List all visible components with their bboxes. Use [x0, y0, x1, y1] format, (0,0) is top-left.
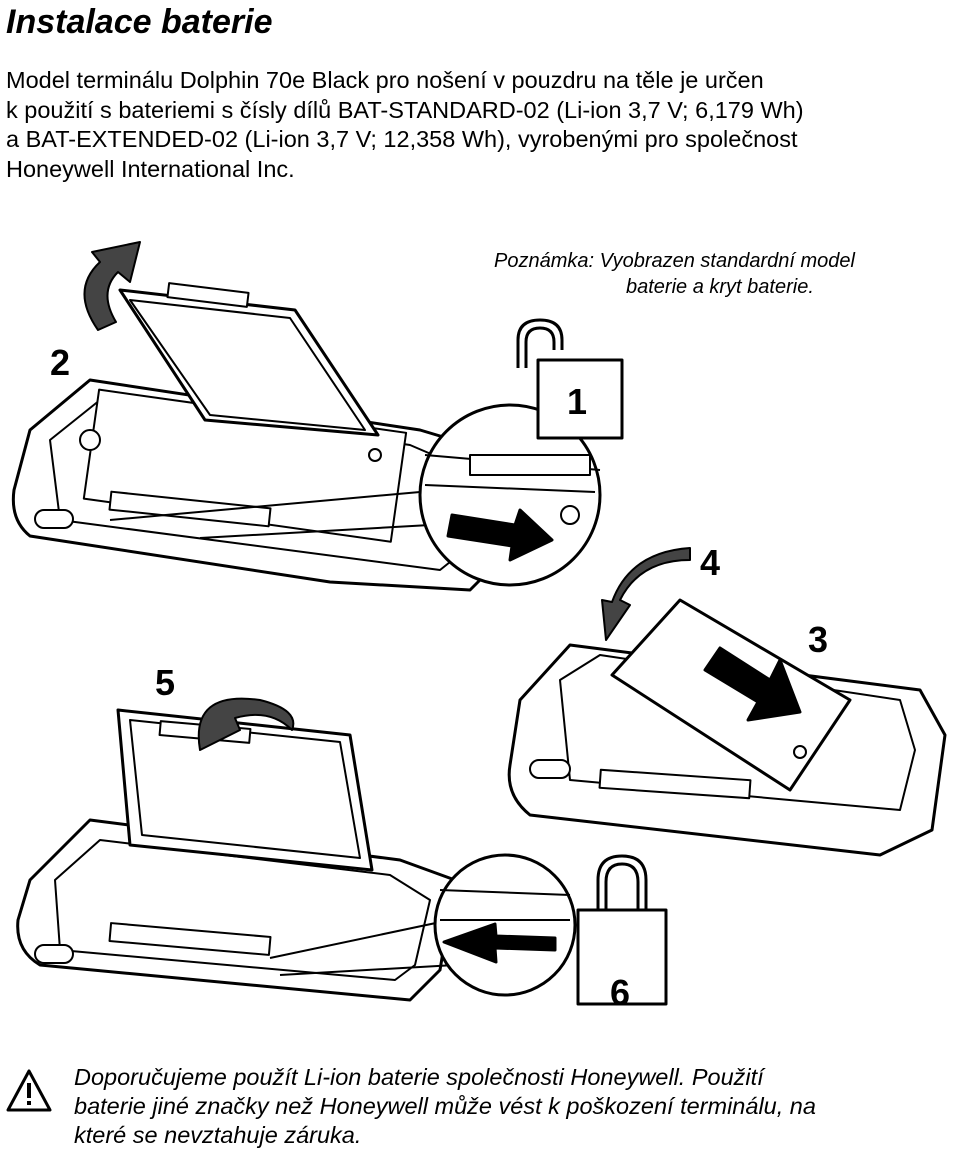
intro-line: k použití s bateriemi s čísly dílů BAT-S…: [6, 96, 804, 123]
latch-unlock-detail: [109, 403, 602, 587]
warning-triangle-icon: [6, 1069, 52, 1112]
unlocked-padlock-icon: [516, 318, 624, 440]
locked-padlock-icon: [576, 854, 668, 1006]
device-battery-insert-illustration: [507, 547, 947, 857]
warning-line: které se nevztahuje záruka.: [74, 1122, 362, 1148]
warning-line: Doporučujeme použít Li-ion baterie spole…: [74, 1064, 764, 1090]
arrow-icon: [197, 697, 295, 751]
intro-line: Honeywell International Inc.: [6, 155, 295, 182]
warning-line: baterie jiné značky než Honeywell může v…: [74, 1093, 816, 1119]
device-close-illustration: [16, 697, 457, 1002]
arrow-icon: [442, 922, 557, 964]
intro-line: a BAT-EXTENDED-02 (Li-ion 3,7 V; 12,358 …: [6, 126, 798, 152]
illustration-note: Poznámka: Vyobrazen standardní model bat…: [494, 248, 855, 300]
arrow-icon: [601, 547, 691, 641]
arrow-icon: [703, 646, 802, 722]
step-number: 5: [155, 662, 175, 703]
step-number: 6: [610, 972, 630, 1013]
page-title: Instalace baterie: [6, 3, 273, 41]
note-line: Poznámka: Vyobrazen standardní model: [494, 250, 855, 272]
warning-note: Doporučujeme použít Li-ion baterie spole…: [74, 1063, 816, 1150]
step-number: 2: [50, 342, 70, 383]
latch-lock-detail: [269, 853, 577, 997]
intro-line: Model terminálu Dolphin 70e Black pro no…: [6, 67, 764, 93]
arrow-icon: [446, 508, 554, 562]
step-number: 3: [808, 619, 828, 660]
note-line: baterie a kryt baterie.: [626, 276, 814, 298]
arrow-icon: [83, 241, 141, 331]
step-number: 4: [700, 542, 720, 583]
battery-installation-illustration: 2 1 4 3 5 6: [11, 241, 947, 1013]
step-number: 1: [567, 381, 587, 422]
intro-paragraph: Model terminálu Dolphin 70e Black pro no…: [6, 66, 956, 184]
